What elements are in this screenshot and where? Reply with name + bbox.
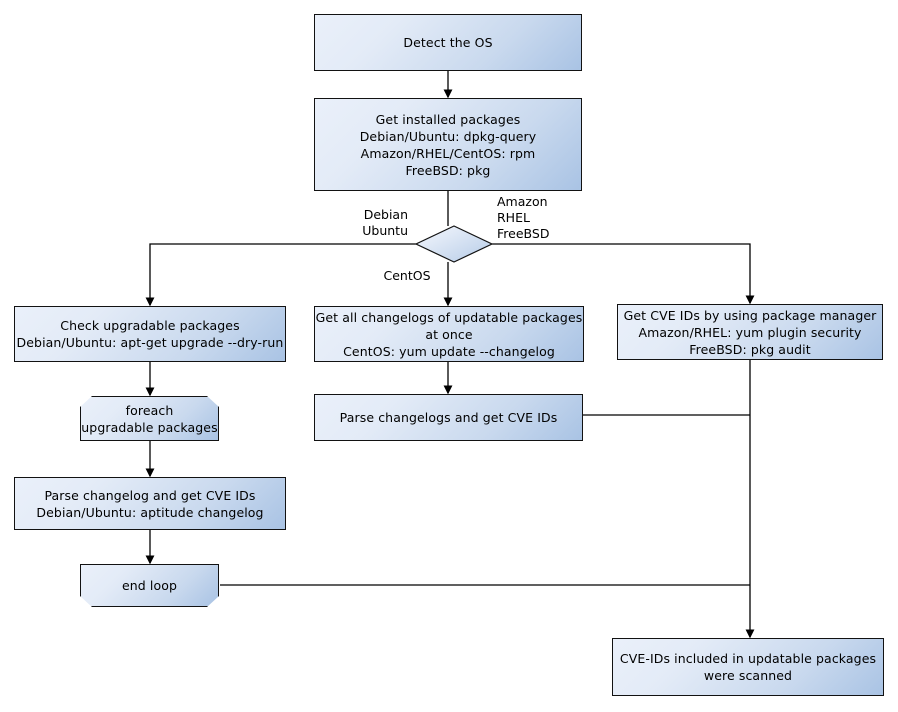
- edge-label-debian-ubuntu: Debian Ubuntu: [362, 207, 408, 238]
- edge-label-amazon-rhel-freebsd: Amazon RHEL FreeBSD: [497, 194, 550, 241]
- node-detect-os[interactable]: Detect the OS: [314, 14, 582, 71]
- edge-decision-left: [145, 243, 416, 307]
- os-decision-diamond: [414, 225, 494, 263]
- node-get-cve-ids-package-manager[interactable]: Get CVE IDs by using package manager Ama…: [617, 304, 883, 360]
- node-foreach-upgradable-packages[interactable]: foreach upgradable packages: [80, 396, 219, 441]
- node-parse-changelogs-get-cve-ids[interactable]: Parse changelogs and get CVE IDs: [314, 394, 583, 441]
- node-end-loop[interactable]: end loop: [80, 564, 219, 607]
- edge-label-centos: CentOS: [383, 268, 431, 283]
- node-result-cve-ids-scanned[interactable]: CVE-IDs included in updatable packages w…: [612, 638, 884, 696]
- edge-decision-right: [492, 243, 755, 305]
- node-check-upgradable-packages[interactable]: Check upgradable packages Debian/Ubuntu:…: [14, 306, 286, 362]
- node-parse-changelog-aptitude[interactable]: Parse changelog and get CVE IDs Debian/U…: [14, 477, 286, 530]
- node-get-all-changelogs[interactable]: Get all changelogs of updatable packages…: [314, 306, 584, 362]
- node-get-installed-packages[interactable]: Get installed packages Debian/Ubuntu: dp…: [314, 98, 582, 191]
